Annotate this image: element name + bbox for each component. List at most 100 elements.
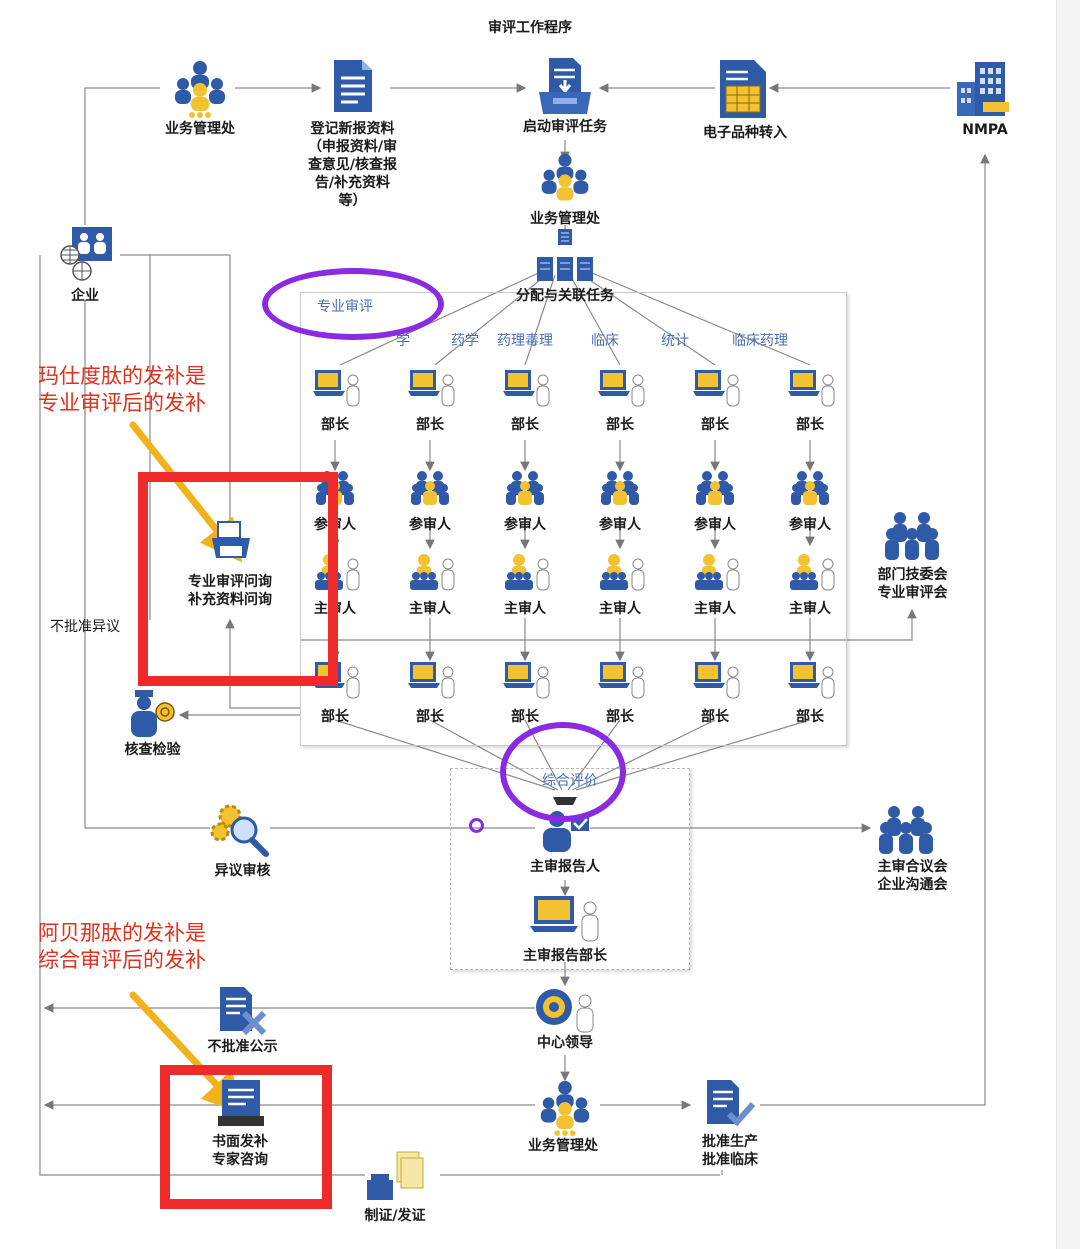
- role-label-head: 部长: [416, 417, 444, 433]
- biz-dept-top-label: 业务管理处: [165, 121, 235, 137]
- committee-group-icon: [885, 512, 939, 560]
- role-label-head: 部长: [701, 417, 729, 433]
- objection-review-label: 异议审核: [214, 863, 271, 879]
- role-label-head: 部长: [606, 709, 634, 725]
- role-label-head: 部长: [321, 417, 349, 433]
- role-label-head: 部长: [321, 709, 349, 725]
- team-icon: [601, 471, 639, 505]
- chief-reviewer-icon: [695, 554, 740, 591]
- laptop-person-icon: [693, 370, 740, 407]
- server-icon: [558, 229, 572, 245]
- laptop-person-icon: [503, 370, 550, 407]
- highlight-box-professional-supplement: [138, 472, 338, 686]
- e-variety-transfer-label: 电子品种转入: [703, 125, 787, 141]
- document-reject-icon: [220, 987, 267, 1036]
- written-supplement-icon: [218, 1080, 264, 1126]
- discipline-partial: 学: [396, 333, 410, 349]
- group-people-icon: [540, 1080, 590, 1136]
- team-icon: [791, 471, 829, 505]
- team-icon: [696, 471, 734, 505]
- role-label-chief: 主审人: [599, 601, 641, 617]
- role-label-head: 部长: [701, 709, 729, 725]
- role-label-chief: 主审人: [504, 601, 546, 617]
- consult-label: 专业审评问询 补充资料问询: [188, 574, 272, 608]
- highlight-oval-comprehensive-review: [500, 722, 626, 822]
- team-icon: [506, 471, 544, 505]
- annotation-abenatide-note: 阿贝那肽的发补是 综合审评后的发补: [38, 921, 206, 972]
- laptop-person-icon: [693, 662, 740, 699]
- professional-review-frame: [300, 292, 847, 746]
- role-label-participant: 参审人: [409, 517, 451, 533]
- team-icon: [411, 471, 449, 505]
- laptop-person-icon: [503, 662, 550, 699]
- role-label-participant: 参审人: [789, 517, 831, 533]
- written-supplement-label: 书面发补 专家咨询: [212, 1134, 268, 1168]
- chief-reviewer-icon: [410, 554, 455, 591]
- role-label-participant: 参审人: [694, 517, 736, 533]
- group-people-icon: [541, 153, 589, 201]
- role-label-chief: 主审人: [789, 601, 831, 617]
- dept-committee-label: 部门技委会 专业审评会: [877, 567, 948, 601]
- laptop-person-icon: [598, 662, 645, 699]
- laptop-person-icon: [788, 662, 835, 699]
- scrollbar-track[interactable]: [1056, 0, 1080, 1249]
- no-approve-objection-label: 不批准异议: [50, 619, 120, 635]
- role-label-head: 部长: [606, 417, 634, 433]
- enterprise-label: 企业: [71, 288, 99, 304]
- inspector-badge-icon: [131, 690, 175, 737]
- role-label-chief: 主审人: [694, 601, 736, 617]
- chief-reviewer-icon: [790, 554, 835, 591]
- highlight-box-comprehensive-supplement: [160, 1065, 332, 1209]
- laptop-person-icon: [313, 370, 360, 407]
- role-label-head: 部长: [416, 709, 444, 725]
- discipline-clinical: 临床: [591, 333, 619, 349]
- laptop-person-icon: [408, 370, 455, 407]
- chief-reviewer-icon: [600, 554, 645, 591]
- building-icon: [957, 62, 1009, 116]
- small-circle-mark: [469, 818, 484, 833]
- diagram-title: 审评工作程序: [488, 20, 572, 36]
- highlight-oval-professional-review: [262, 268, 444, 340]
- group-people-icon: [175, 61, 225, 118]
- role-label-participant: 参审人: [599, 517, 641, 533]
- approve-label: 批准生产 批准临床: [702, 1134, 758, 1168]
- assign-tasks-label: 分配与关联任务: [516, 288, 614, 304]
- main-meeting-label: 主审合议会 企业沟通会: [877, 859, 948, 893]
- discipline-pharmtox: 药理毒理: [497, 333, 553, 349]
- register-new-materials-label: 登记新报资料（申报资料/审查意见/核查报告/补充资料等）: [307, 121, 398, 209]
- discipline-statistics: 统计: [661, 333, 689, 349]
- laptop-person-icon: [788, 370, 835, 407]
- laptop-person-icon: [530, 896, 599, 942]
- role-label-participant: 参审人: [504, 517, 546, 533]
- start-review-task-label: 启动审评任务: [523, 119, 607, 135]
- servers-icon: [537, 257, 593, 281]
- nmpa-label: NMPA: [962, 122, 1008, 138]
- gears-magnifier-icon: [210, 804, 269, 857]
- leader-globe-icon: [536, 989, 594, 1033]
- laptop-person-icon: [598, 370, 645, 407]
- annotation-semaglutide-note: 玛仕度肽的发补是 专业审评后的发补: [38, 364, 206, 415]
- document-icon: [334, 60, 372, 112]
- center-leader-label: 中心领导: [537, 1035, 593, 1051]
- role-label-head: 部长: [511, 709, 539, 725]
- inspection-label: 核查检验: [124, 742, 181, 758]
- role-label-head: 部长: [796, 709, 824, 725]
- certificate-label: 制证/发证: [364, 1208, 426, 1224]
- spreadsheet-icon: [720, 60, 766, 118]
- discipline-clinical-pharmacology: 临床药理: [732, 333, 788, 349]
- main-report-head-label: 主审报告部长: [523, 948, 607, 964]
- consult-printer-icon: [212, 521, 250, 558]
- enterprise-icon: [60, 227, 112, 281]
- discipline-pharmacy: 药学: [451, 333, 479, 349]
- role-label-head: 部长: [511, 417, 539, 433]
- main-reporter-label: 主审报告人: [530, 859, 600, 875]
- flow-connectors: [39, 83, 990, 1176]
- role-label-head: 部长: [796, 417, 824, 433]
- committee-group-icon: [879, 806, 933, 854]
- start-task-icon: [539, 58, 591, 114]
- laptop-person-icon: [408, 662, 455, 699]
- certificate-icon: [367, 1151, 424, 1200]
- no-approve-notice-label: 不批准公示: [207, 1039, 278, 1055]
- biz-dept-mid-label: 业务管理处: [530, 211, 600, 227]
- chief-reviewer-icon: [505, 554, 550, 591]
